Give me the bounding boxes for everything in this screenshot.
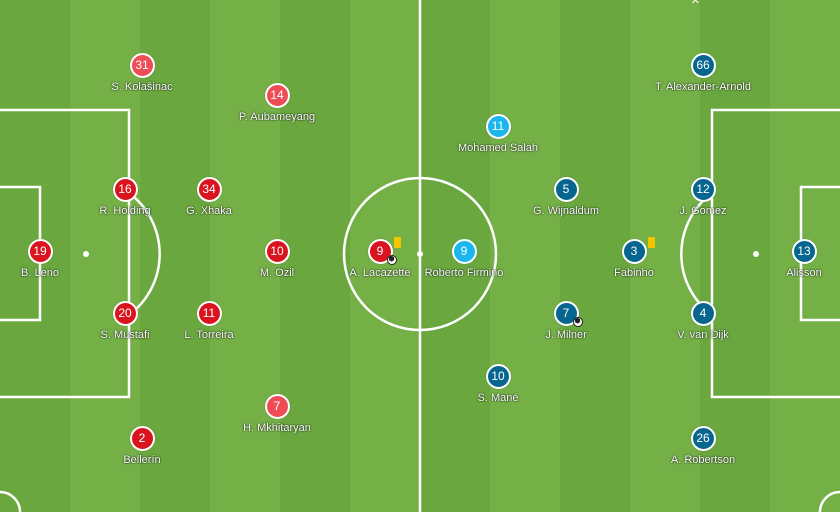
player-arsenal[interactable]: 10 M. Ozil bbox=[217, 239, 337, 279]
player-name: S. Kolašinac bbox=[111, 81, 173, 93]
player-arsenal[interactable]: 14 P. Aubameyang bbox=[217, 83, 337, 123]
player-name: M. Ozil bbox=[259, 267, 295, 279]
centre-circle bbox=[342, 176, 498, 332]
player-name: H. Mkhitaryan bbox=[243, 422, 311, 434]
football-icon: ⬢ bbox=[386, 255, 397, 265]
left-penalty-spot bbox=[83, 251, 89, 257]
player-name: Mohamed Salah bbox=[457, 142, 539, 154]
player-liverpool[interactable]: 10 S. Mané bbox=[438, 364, 558, 404]
player-name: Roberto Firmino bbox=[424, 267, 504, 279]
player-name: V. van Dijk bbox=[677, 329, 729, 341]
player-name: T. Alexander-Arnold bbox=[655, 81, 751, 93]
player-liverpool[interactable]: 12 J. Gomez bbox=[643, 177, 763, 217]
player-number-badge: 26 bbox=[690, 426, 716, 451]
player-number-badge: 66 bbox=[690, 53, 716, 78]
player-number-badge: 9⬢ bbox=[367, 237, 401, 265]
player-number-badge: 3 bbox=[621, 237, 655, 264]
player-name: G. Wijnaldum bbox=[532, 205, 600, 217]
player-name: Fabinho bbox=[614, 267, 654, 279]
player-name: J. Gomez bbox=[679, 205, 727, 217]
player-name: G. Xhaka bbox=[186, 205, 232, 217]
player-name: A. Robertson bbox=[670, 454, 736, 466]
player-name: A. Lacazette bbox=[349, 267, 411, 279]
player-name: S. Mané bbox=[477, 392, 519, 404]
player-name: Bellerín bbox=[123, 454, 161, 466]
player-arsenal[interactable]: 19 B. Leno bbox=[0, 239, 100, 279]
player-number-badge: 13 bbox=[791, 239, 817, 264]
player-number-badge: 20 bbox=[112, 301, 138, 326]
player-liverpool[interactable]: 5 G. Wijnaldum bbox=[506, 177, 626, 217]
player-arsenal[interactable]: 20 S. Mustafi bbox=[65, 301, 185, 341]
player-name: R. Holding bbox=[99, 205, 151, 217]
player-name: P. Aubameyang bbox=[238, 111, 316, 123]
player-name: J. Milner bbox=[545, 329, 587, 341]
player-number-badge: 2 bbox=[129, 426, 155, 451]
corner-arc-bottom-right bbox=[818, 490, 840, 512]
player-number-badge: 7 bbox=[264, 394, 290, 419]
left-penalty-arc bbox=[128, 191, 161, 317]
player-number-badge: 16 bbox=[112, 177, 138, 202]
corner-arc-bottom-left bbox=[0, 490, 22, 512]
player-arsenal[interactable]: 16 R. Holding bbox=[65, 177, 185, 217]
player-name: S. Mustafi bbox=[100, 329, 150, 341]
player-name: L. Torreira bbox=[184, 329, 234, 341]
player-arsenal[interactable]: 9⬢ A. Lacazette bbox=[320, 237, 440, 279]
yellow-card-icon bbox=[647, 237, 655, 248]
player-number-badge: 7⬢ bbox=[553, 301, 583, 327]
player-arsenal[interactable]: 31 S. Kolašinac bbox=[82, 53, 202, 93]
player-name: Alisson bbox=[786, 267, 822, 279]
player-liverpool[interactable]: 66 T. Alexander-Arnold bbox=[643, 53, 763, 93]
player-number-badge: 5 bbox=[553, 177, 579, 202]
player-name: B. Leno bbox=[21, 267, 59, 279]
player-number-badge: 12 bbox=[690, 177, 716, 202]
right-penalty-spot bbox=[753, 251, 759, 257]
right-penalty-area bbox=[710, 108, 840, 399]
player-liverpool[interactable]: 4 V. van Dijk bbox=[643, 301, 763, 341]
player-liverpool[interactable]: 7⬢ J. Milner bbox=[506, 301, 626, 341]
player-number-badge: 31 bbox=[129, 53, 155, 78]
player-number-badge: 4 bbox=[690, 301, 716, 326]
player-arsenal[interactable]: 34 G. Xhaka bbox=[149, 177, 269, 217]
player-number-badge: 14 bbox=[264, 83, 290, 108]
football-icon: ⬢ bbox=[572, 317, 583, 327]
player-number-badge: 10 bbox=[264, 239, 290, 264]
player-number-badge: 19 bbox=[27, 239, 53, 264]
close-icon: ✕ bbox=[690, 0, 700, 7]
player-liverpool[interactable]: 26 A. Robertson bbox=[643, 426, 763, 466]
player-number-badge: 11 bbox=[196, 301, 222, 326]
yellow-card-icon bbox=[393, 237, 401, 248]
player-arsenal[interactable]: 11 L. Torreira bbox=[149, 301, 269, 341]
player-number-badge: 34 bbox=[196, 177, 222, 202]
left-penalty-area bbox=[0, 108, 131, 399]
centre-spot bbox=[417, 251, 423, 257]
player-number-badge: 9 bbox=[451, 239, 477, 264]
player-arsenal[interactable]: 7 H. Mkhitaryan bbox=[217, 394, 337, 434]
player-number-badge: 11 bbox=[485, 114, 511, 139]
player-number-badge: 10 bbox=[485, 364, 511, 389]
